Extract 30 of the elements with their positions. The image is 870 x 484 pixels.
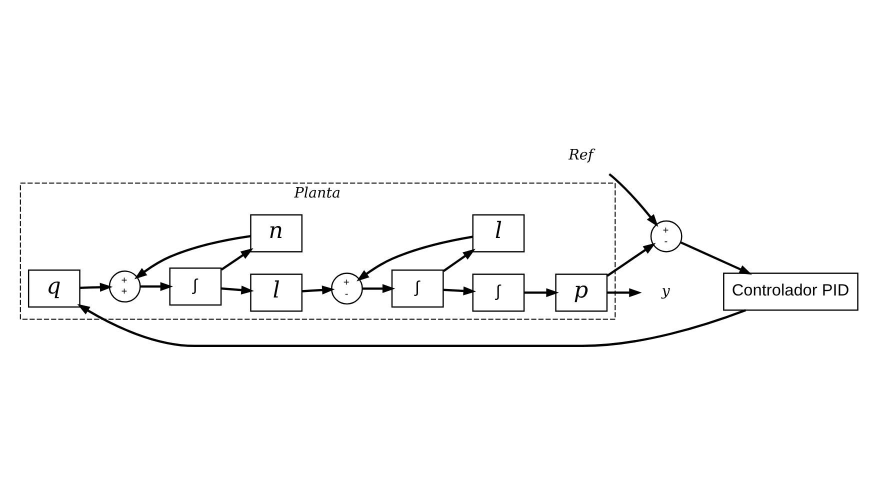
node-circle: + - bbox=[650, 220, 682, 252]
node-circle: + - bbox=[331, 272, 363, 305]
node-box: ∫ bbox=[169, 268, 222, 306]
node-box: p bbox=[555, 274, 608, 312]
arrow bbox=[606, 242, 656, 277]
node-text: Ref bbox=[568, 147, 594, 164]
node-box: ∫ bbox=[391, 270, 444, 308]
node-box: l bbox=[472, 214, 525, 252]
arrow bbox=[524, 288, 559, 298]
node-box: l bbox=[250, 274, 303, 312]
arrow bbox=[220, 248, 254, 271]
arrow bbox=[356, 236, 473, 282]
arrow bbox=[444, 286, 476, 296]
node-box: ∫ bbox=[472, 274, 525, 312]
node-box: n bbox=[250, 214, 303, 252]
arrow bbox=[80, 282, 113, 292]
arrow bbox=[608, 173, 658, 227]
arrow bbox=[134, 235, 251, 280]
arrow bbox=[77, 304, 746, 348]
node-box: q bbox=[28, 270, 80, 308]
arrow bbox=[302, 286, 335, 294]
arrow bbox=[221, 286, 254, 294]
arrow bbox=[362, 284, 396, 294]
arrow bbox=[442, 248, 476, 272]
arrow bbox=[140, 282, 174, 291]
arrow bbox=[680, 241, 752, 275]
node-text: y bbox=[662, 283, 670, 300]
arrow bbox=[607, 288, 642, 298]
node-circle: + + bbox=[108, 270, 141, 302]
node-box: Controlador PID bbox=[723, 272, 858, 311]
